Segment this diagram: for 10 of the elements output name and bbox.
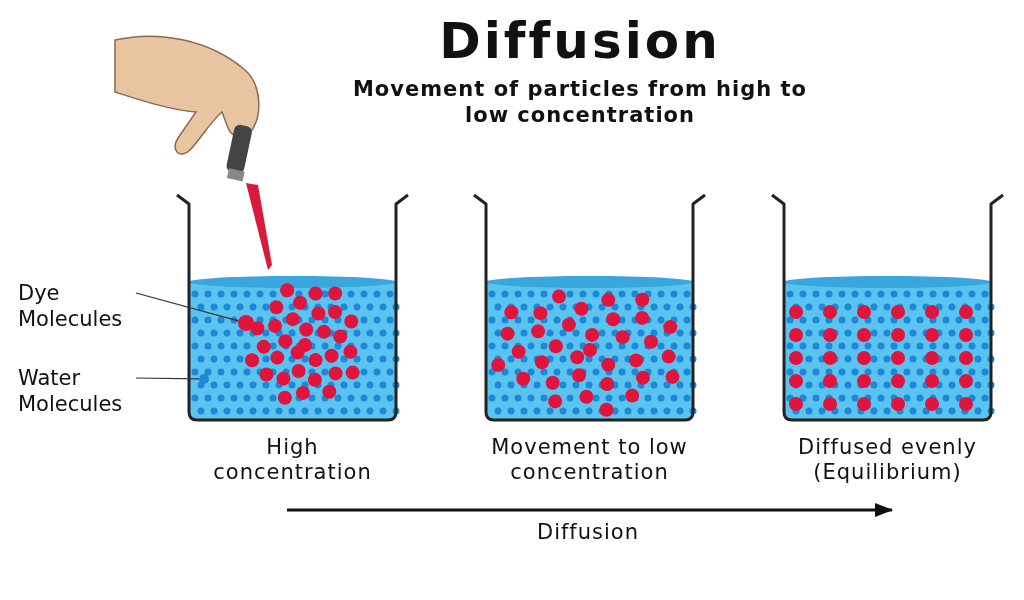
subtitle: Movement of particles from high to low concentration bbox=[351, 76, 809, 128]
leader-line bbox=[135, 377, 200, 380]
beaker-caption: Diffused evenly (Equilibrium) bbox=[797, 435, 978, 485]
part-label: Dye Molecules bbox=[18, 280, 124, 332]
arrow-label: Diffusion bbox=[535, 520, 640, 544]
leader-line bbox=[135, 292, 239, 322]
part-label: Water Molecules bbox=[18, 365, 124, 417]
beaker-caption: Movement to low concentration bbox=[490, 435, 689, 485]
title: Diffusion bbox=[438, 12, 722, 70]
beaker-caption: High concentration bbox=[212, 435, 373, 485]
